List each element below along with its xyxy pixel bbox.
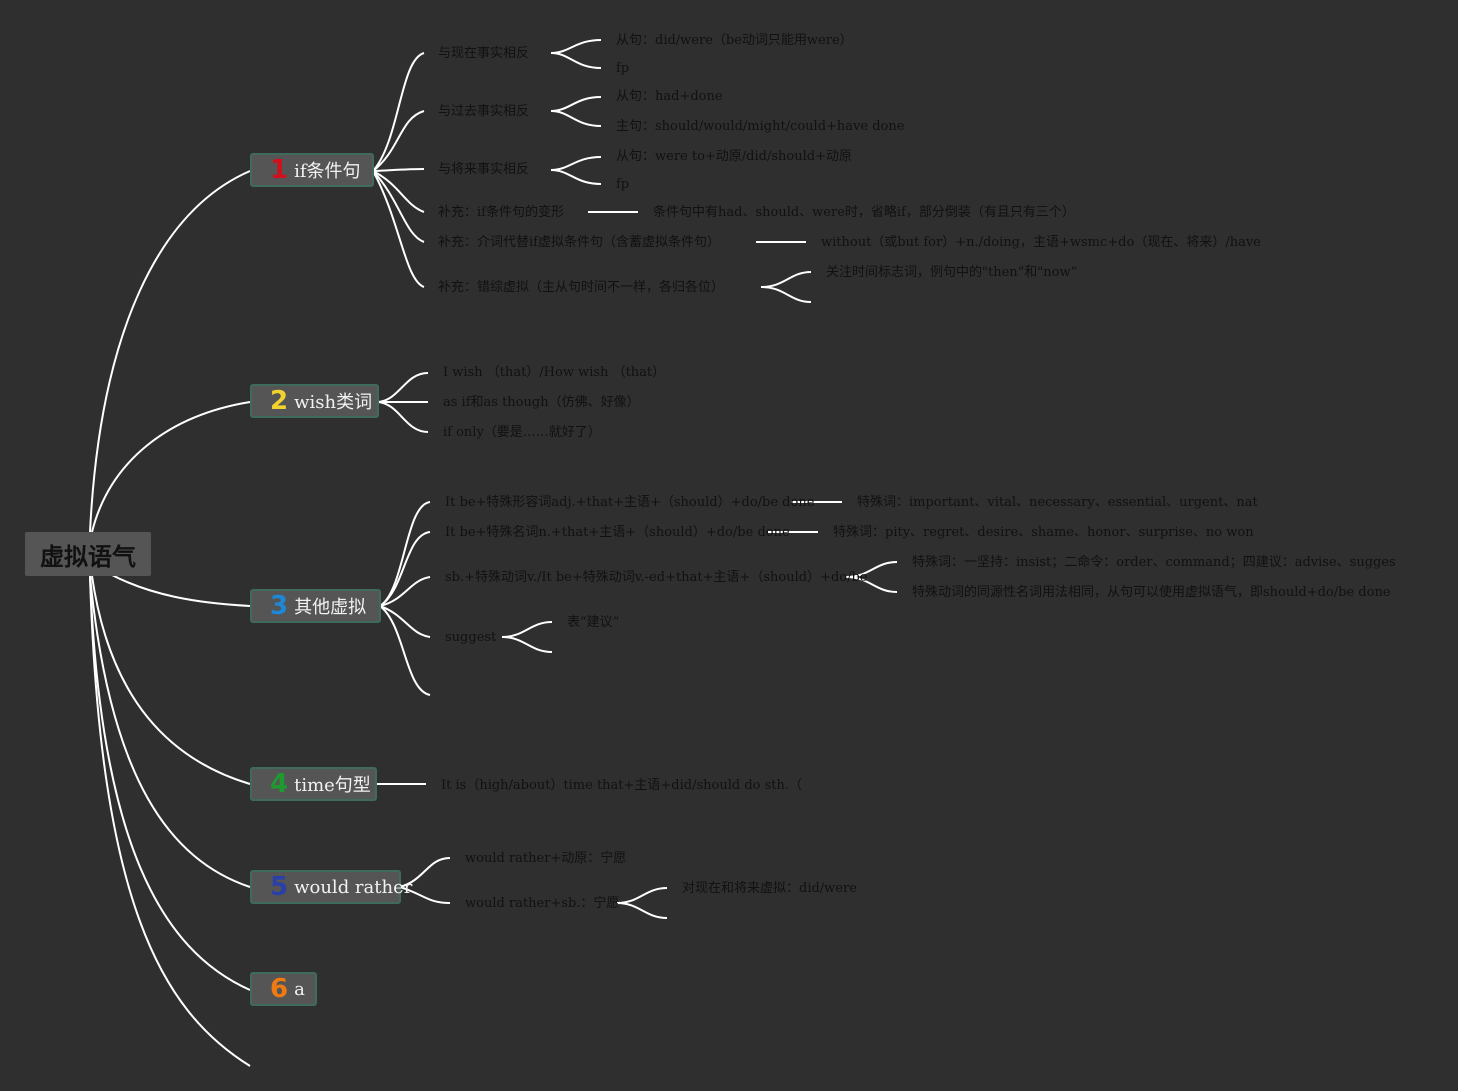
topic-a[interactable]: 6 a [250, 972, 317, 1006]
node-other-verb-detail-1[interactable]: 特殊词：一坚持：insist；二命令：order、command；四建议：adv… [912, 555, 1396, 570]
node-supplement-2-detail[interactable]: without（或but for）+n./doing，主语+wsmc+do（现在… [821, 235, 1261, 250]
node-wish-a[interactable]: I wish （that）/How wish （that） [443, 365, 666, 380]
node-future-main[interactable]: fp [616, 177, 630, 192]
topic-label: wish类词 [294, 392, 373, 413]
node-other-verb-detail-2[interactable]: 特殊动词的同源性名词用法相同，从句可以使用虚拟语气，即should+do/be … [912, 585, 1391, 600]
node-rather-b[interactable]: would rather+sb.：宁愿 [465, 896, 620, 911]
node-supplement-1-detail[interactable]: 条件句中有had、should、were时，省略if，部分倒装（有且只有三个） [653, 205, 1075, 220]
topic-label: a [294, 978, 305, 1000]
node-rather-a[interactable]: would rather+动原：宁愿 [465, 851, 627, 866]
topic-if-conditional[interactable]: 1 if条件句 [250, 153, 374, 187]
node-suggest-detail[interactable]: 表“建议” [567, 615, 620, 630]
topic-wish[interactable]: 2 wish类词 [250, 384, 379, 418]
node-supplement-1[interactable]: 补充：if条件句的变形 [438, 205, 564, 220]
topic-time[interactable]: 4 time句型 [250, 767, 377, 801]
topic-label: would rather [294, 876, 413, 898]
number-6-icon: 6 [270, 974, 289, 1004]
node-wish-b[interactable]: as if和as though（仿佛、好像） [443, 395, 640, 410]
node-wish-c[interactable]: if only（要是……就好了） [443, 425, 601, 440]
node-supplement-3-detail[interactable]: 关注时间标志词，例句中的"then“和"now“ [826, 265, 1078, 280]
node-other-verb[interactable]: sb.+特殊动词v./It be+特殊动词v.-ed+that+主语+（shou… [445, 570, 868, 585]
topic-label: if条件句 [294, 161, 361, 182]
topic-other[interactable]: 3 其他虚拟 [250, 589, 381, 623]
node-past[interactable]: 与过去事实相反 [438, 104, 530, 119]
node-past-main[interactable]: 主句：should/would/might/could+have done [616, 119, 905, 134]
topic-label: 其他虚拟 [294, 597, 367, 618]
node-past-clause[interactable]: 从句：had+done [616, 89, 723, 104]
node-future[interactable]: 与将来事实相反 [438, 162, 530, 177]
node-present-clause[interactable]: 从句：did/were（be动词只能用were） [616, 33, 853, 48]
number-3-icon: 3 [270, 591, 289, 621]
node-present[interactable]: 与现在事实相反 [438, 46, 530, 61]
node-supplement-3[interactable]: 补充：错综虚拟（主从句时间不一样，各归各位） [438, 280, 725, 295]
node-present-main[interactable]: fp [616, 61, 630, 76]
node-other-adj[interactable]: It be+特殊形容词adj.+that+主语+（should）+do/be d… [445, 495, 815, 510]
node-supplement-2[interactable]: 补充：介词代替if虚拟条件句（含蓄虚拟条件句） [438, 235, 720, 250]
node-suggest[interactable]: suggest [445, 630, 497, 645]
node-time-pattern[interactable]: It is（high/about）time that+主语+did/should… [441, 778, 803, 793]
number-1-icon: 1 [270, 155, 289, 185]
number-4-icon: 4 [270, 769, 289, 799]
root-node[interactable]: 虚拟语气 [25, 532, 151, 576]
node-other-noun-detail[interactable]: 特殊词：pity、regret、desire、shame、honor、surpr… [833, 525, 1254, 540]
node-future-clause[interactable]: 从句：were to+动原/did/should+动原 [616, 149, 852, 164]
number-2-icon: 2 [270, 386, 289, 416]
topic-label: time句型 [294, 775, 371, 796]
node-other-adj-detail[interactable]: 特殊词：important、vital、necessary、essential、… [857, 495, 1258, 510]
node-rather-b-detail[interactable]: 对现在和将来虚拟：did/were [682, 881, 857, 896]
number-5-icon: 5 [270, 872, 289, 902]
node-other-noun[interactable]: It be+特殊名词n.+that+主语+（should）+do/be done [445, 525, 790, 540]
topic-would-rather[interactable]: 5 would rather [250, 870, 412, 904]
